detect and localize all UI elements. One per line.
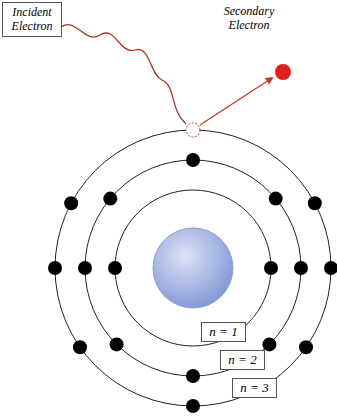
label-text: Incident Electron: [6, 5, 58, 34]
electron-dot: [64, 196, 78, 210]
label-text: n = 3: [239, 380, 270, 396]
electron-dot: [48, 261, 62, 275]
electron-dot: [264, 261, 278, 275]
vacancy: [186, 123, 200, 137]
orbit-ring: [115, 190, 271, 346]
orbit-ring: [55, 130, 331, 406]
label-text: n = 1: [208, 324, 239, 340]
shell-label: n = 3: [232, 378, 277, 398]
secondary-electron: [275, 64, 291, 80]
electron-dot: [103, 192, 117, 206]
electron-dot: [78, 261, 92, 275]
electron-dot: [308, 196, 322, 210]
ejection-arrow: [200, 78, 272, 125]
shell-label: n = 2: [220, 350, 265, 370]
electron-dot: [299, 340, 313, 354]
electron-dot: [186, 153, 200, 167]
nucleus: [153, 228, 233, 308]
electron-dot: [186, 399, 200, 413]
shell-label: n = 1: [201, 322, 246, 342]
incident-path: [60, 25, 186, 124]
electron-dot: [186, 369, 200, 383]
label-text: n = 2: [227, 352, 258, 368]
orbit-ring: [85, 160, 301, 376]
electron-dot: [108, 261, 122, 275]
electron-dot: [294, 261, 308, 275]
electron-dot: [73, 340, 87, 354]
callout-box: Incident Electron: [2, 2, 62, 37]
electron-dot: [324, 261, 337, 275]
label-text: Secondary Electron: [220, 4, 278, 33]
electron-dot: [269, 192, 283, 206]
callout-label: Secondary Electron: [217, 2, 281, 35]
electron-group: [48, 153, 337, 413]
electron-dot: [110, 337, 124, 351]
